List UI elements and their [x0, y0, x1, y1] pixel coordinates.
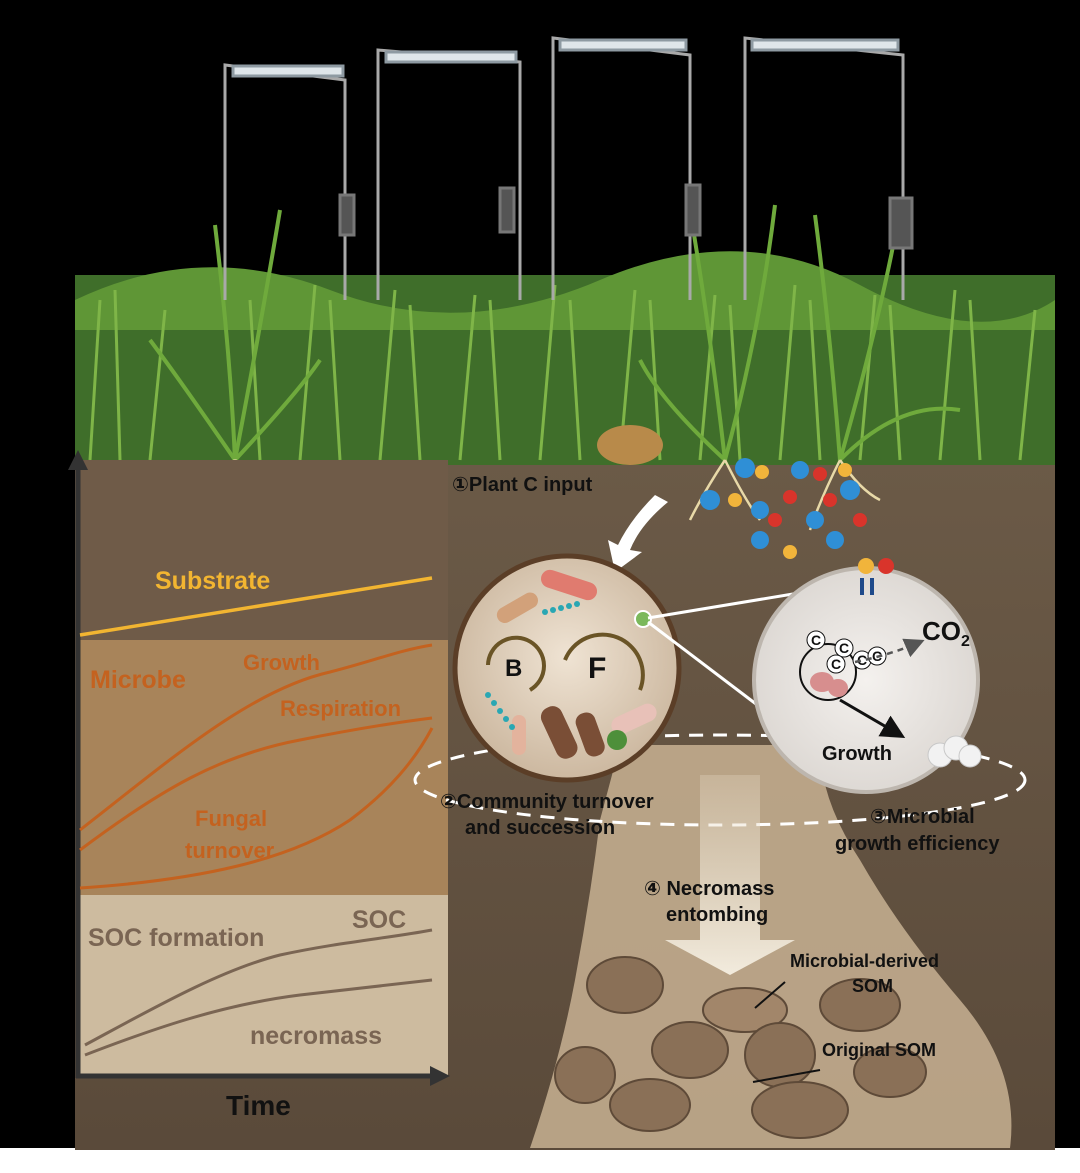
- fungal-label-line2: turnover: [185, 838, 275, 863]
- microbe-zone: [78, 640, 448, 895]
- respiration-arrow: [854, 638, 925, 664]
- respiration-label: Respiration: [280, 696, 401, 721]
- fungi-symbol: F: [588, 652, 606, 685]
- fungi-cycle-arrow: [563, 632, 645, 691]
- step-efficiency-line2: growth efficiency: [835, 833, 1000, 855]
- microbe-label: Microbe: [90, 666, 186, 694]
- soc-curve: [84, 928, 433, 1047]
- substrate-curve: [79, 576, 433, 637]
- microbial-som-pointer: [754, 981, 786, 1009]
- cue-circle: C C C C C CO2 Growth: [752, 558, 982, 794]
- substrate-label: Substrate: [155, 567, 270, 595]
- microbial-som-line1: Microbial-derived: [790, 951, 939, 971]
- step-plant-input: ①Plant C input: [452, 474, 593, 496]
- co2-label: CO2: [922, 616, 970, 650]
- bacteria-cycle-arrow: [486, 635, 546, 692]
- carbon-symbol-4: C: [857, 652, 867, 668]
- soc-formation-label: SOC formation: [88, 924, 264, 952]
- cue-growth-label: Growth: [822, 743, 892, 765]
- grass-band: [75, 204, 1055, 465]
- original-som-pointer: [752, 1069, 821, 1083]
- microbial-som-line2: SOM: [852, 976, 893, 996]
- carbon-symbol-1: C: [811, 632, 821, 648]
- down-arrow: [665, 775, 795, 975]
- soc-label: SOC: [352, 906, 406, 934]
- step-necromass-line2: entombing: [666, 904, 768, 926]
- som-aggregates: [554, 956, 927, 1139]
- growth-lamps: [223, 36, 914, 300]
- growth-arrow: [839, 698, 906, 739]
- step-community-line1: ②Community turnover: [440, 791, 654, 813]
- original-som-label: Original SOM: [822, 1040, 936, 1060]
- straw-residue: [597, 425, 663, 465]
- x-axis-arrowhead: [430, 1066, 450, 1086]
- step-community-line2: and succession: [465, 817, 615, 839]
- growth-curve: [79, 643, 433, 832]
- fungal-turnover-curve: [79, 727, 434, 890]
- respiration-curve: [79, 716, 433, 852]
- left-time-panel: Substrate Microbe Growth Respiration Fun…: [68, 450, 450, 1121]
- root-carbon-cluster: [700, 458, 867, 559]
- time-axis-label: Time: [226, 1090, 291, 1121]
- necromass-label: necromass: [250, 1022, 382, 1050]
- plant-input-arrow: [608, 495, 668, 572]
- y-axis-arrowhead: [68, 450, 88, 470]
- growth-label: Growth: [243, 650, 320, 675]
- necromass-curve: [84, 978, 433, 1057]
- fungal-label-line1: Fungal: [195, 806, 267, 831]
- step-necromass-line1: ④ Necromass: [644, 878, 774, 900]
- carbon-symbol-3: C: [831, 656, 841, 672]
- carbon-symbol-2: C: [839, 640, 849, 656]
- transporter-icon: [858, 558, 894, 595]
- bacteria-symbol: B: [505, 655, 522, 682]
- substrate-zone: [78, 460, 448, 640]
- zoom-line-top: [647, 590, 806, 620]
- step-efficiency-line1: ③Microbial: [870, 806, 975, 828]
- community-circle: B F: [452, 553, 682, 783]
- bottom-margin: [0, 1148, 1080, 1173]
